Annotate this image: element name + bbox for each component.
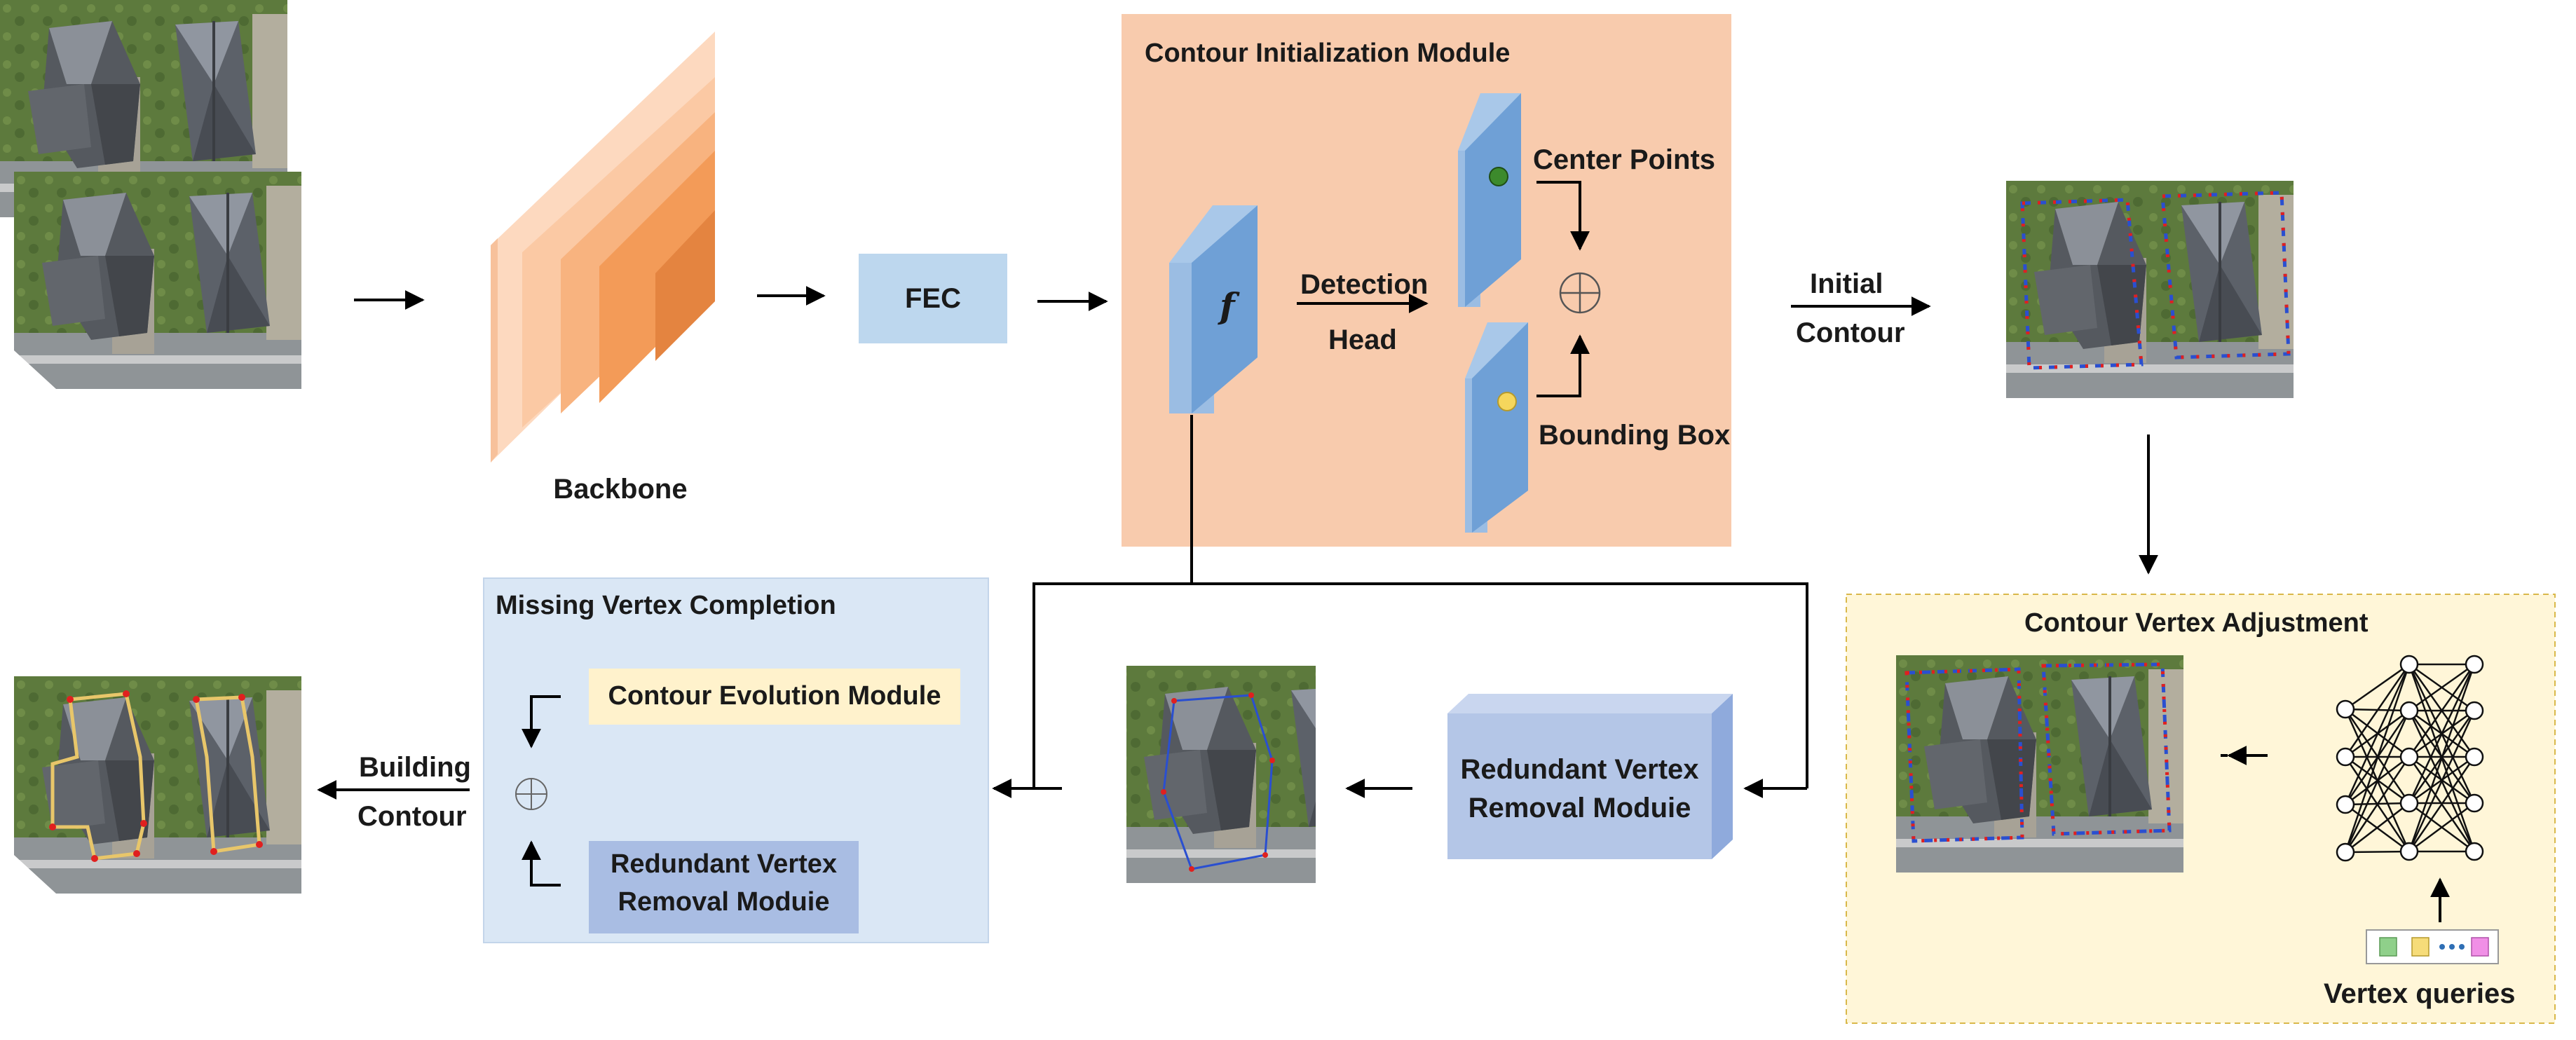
initial-contour-image xyxy=(2005,179,2295,399)
nn-edge xyxy=(2345,850,2410,854)
feature-map-symbol: f xyxy=(1220,285,1235,327)
input-aerial-image xyxy=(13,170,303,390)
cim-plus-circle xyxy=(1559,272,1601,314)
nn-node xyxy=(2399,655,2419,674)
building-contour-image xyxy=(13,675,303,895)
nn-edge xyxy=(2408,664,2476,804)
adjusted-contour-image xyxy=(1895,654,2185,874)
arrow-center-points-to-plus xyxy=(1536,181,1590,251)
redundant-removal-label-1: Redundant Vertex xyxy=(1460,754,1699,785)
nn-node xyxy=(2465,842,2484,861)
connectors xyxy=(317,181,2450,922)
bounding-box-map xyxy=(1465,322,1528,533)
redundant-vertex-removal-box xyxy=(1447,694,1733,859)
neural-network-icon xyxy=(2336,655,2484,862)
nn-node xyxy=(2465,701,2484,720)
nn-edge xyxy=(2344,756,2411,853)
nn-node xyxy=(2399,701,2419,720)
backbone-label: Backbone xyxy=(553,474,688,505)
nn-edge xyxy=(2344,664,2411,805)
nn-node xyxy=(2465,655,2484,674)
mvc-rvr-label-2: Removal Moduie xyxy=(618,887,830,917)
nn-edge xyxy=(2345,663,2410,711)
nn-node xyxy=(2336,747,2355,767)
backbone-shape xyxy=(491,32,715,463)
fec-label: FEC xyxy=(905,283,961,314)
center-points-label: Center Points xyxy=(1533,144,1716,175)
nn-node xyxy=(2399,842,2419,861)
mvc-title: Missing Vertex Completion xyxy=(496,591,836,620)
nn-edge xyxy=(2408,802,2475,853)
nn-node xyxy=(2399,793,2419,813)
nn-edge xyxy=(2408,756,2476,852)
mvc-redundant-removal-box xyxy=(589,841,859,933)
building-contour-label: Contour xyxy=(357,801,467,832)
nn-edge xyxy=(2408,663,2475,712)
detection-label: Detection xyxy=(1300,269,1429,300)
redundant-removal-label-2: Removal Moduie xyxy=(1468,793,1691,823)
contour-label: Contour xyxy=(1796,317,1905,348)
nn-edge xyxy=(2344,664,2411,758)
contour-evolution-box xyxy=(589,669,960,725)
nn-node xyxy=(2336,795,2355,814)
mvc-plus-circle xyxy=(515,778,547,810)
initial-label: Initial xyxy=(1810,268,1883,299)
skip-line-left xyxy=(1033,582,1192,788)
nn-edge xyxy=(2344,664,2411,853)
nn-edge xyxy=(2345,802,2410,853)
nn-node xyxy=(2465,793,2484,813)
nn-node xyxy=(2399,747,2419,767)
building-label: Building xyxy=(359,752,471,783)
bounding-box-label: Bounding Box xyxy=(1539,420,1731,451)
vertex-removed-image xyxy=(1126,666,1316,884)
center-points-map xyxy=(1458,93,1521,307)
nn-node xyxy=(2336,842,2355,862)
nn-edge xyxy=(2408,710,2476,852)
arrow-bbox-to-plus xyxy=(1536,334,1590,397)
contour-init-title: Contour Initialization Module xyxy=(1145,39,1511,68)
arrow-rvr-to-plus xyxy=(522,840,561,887)
head-label: Head xyxy=(1328,324,1397,355)
mvc-rvr-label-1: Redundant Vertex xyxy=(610,849,838,879)
contour-evolution-label: Contour Evolution Module xyxy=(608,681,941,711)
cva-title: Contour Vertex Adjustment xyxy=(2024,608,2369,638)
skip-line-right xyxy=(1190,415,1808,788)
vertex-queries-tokens xyxy=(2366,929,2499,964)
fec-box xyxy=(859,254,1007,343)
nn-edge xyxy=(2344,710,2411,853)
aerial-image-template xyxy=(0,0,287,217)
arrow-cem-to-plus xyxy=(522,695,561,748)
nn-node xyxy=(2465,747,2484,767)
feature-map-f xyxy=(1169,205,1258,413)
nn-node xyxy=(2336,699,2355,719)
nn-edge xyxy=(2408,664,2476,852)
vertex-queries-label: Vertex queries xyxy=(2324,978,2516,1009)
nn-edge xyxy=(2408,664,2476,758)
